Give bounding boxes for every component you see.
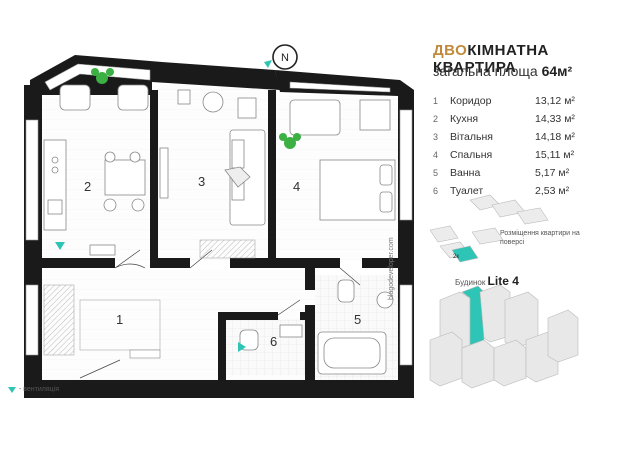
- room-number-2: 2: [84, 179, 91, 194]
- room-area: 13,12 м²: [535, 95, 575, 107]
- bathroom-fixtures: [239, 279, 394, 375]
- floor-marker: 2к: [453, 254, 459, 260]
- compass-icon: N: [264, 44, 298, 70]
- floor-location-diagram: [429, 194, 549, 263]
- living-furniture: [159, 89, 266, 226]
- location-caption: Розміщення квартири на поверсі: [500, 230, 580, 246]
- building-word: Будинок: [455, 278, 486, 287]
- room-row: 6 Туалет 2,53 м²: [433, 182, 583, 200]
- room-list: 1 Коридор 13,12 м² 2 Кухня 14,33 м² 3 Вітальн…: [433, 92, 583, 200]
- room-number-5: 5: [354, 312, 361, 327]
- bedroom-furniture: [289, 99, 396, 221]
- interior-walls: [40, 90, 402, 380]
- vent-legend: - вентиляція: [8, 386, 59, 393]
- room-name: Кухня: [450, 113, 479, 125]
- room-name: Спальня: [450, 149, 493, 161]
- room-name: Ванна: [450, 167, 481, 179]
- room-num: 4: [433, 150, 439, 160]
- building-diagram: [429, 284, 579, 389]
- title-accent: ДВО: [433, 42, 468, 59]
- room-row: 2 Кухня 14,33 м²: [433, 110, 583, 128]
- building-name: Lite 4: [487, 274, 519, 288]
- plant-icon: [91, 68, 301, 149]
- room-number-1: 1: [116, 312, 123, 327]
- room-num: 5: [433, 168, 439, 178]
- room-number-3: 3: [198, 174, 205, 189]
- building-label: Будинок Lite 4: [455, 274, 519, 288]
- room-row: 4 Спальня 15,11 м²: [433, 146, 583, 164]
- room-area: 14,18 м²: [535, 131, 575, 143]
- title-rest: КІМНАТНА КВАРТИРА: [433, 42, 549, 76]
- room-number-6: 6: [270, 334, 277, 349]
- room-num: 2: [433, 114, 439, 124]
- room-area: 5,17 м²: [535, 167, 570, 179]
- vent-marker: [55, 242, 246, 352]
- total-area: загальна площа 64м²: [433, 63, 572, 79]
- room-row: 5 Ванна 5,17 м²: [433, 164, 583, 182]
- room-row: 3 Вітальня 14,18 м²: [433, 128, 583, 146]
- compass-label: N: [281, 52, 289, 64]
- total-area-label: загальна площа: [433, 63, 538, 79]
- room-name: Вітальня: [450, 131, 493, 143]
- room-number-4: 4: [293, 179, 300, 194]
- vent-legend-text: - вентиляція: [19, 386, 60, 393]
- room-area: 14,33 м²: [535, 113, 575, 125]
- kitchen-furniture: [43, 84, 149, 256]
- vent-icon: [8, 386, 16, 393]
- room-area: 15,11 м²: [535, 149, 575, 161]
- page-title: ДВОКІМНАТНА КВАРТИРА: [433, 42, 620, 76]
- room-name: Туалет: [450, 185, 484, 197]
- room-num: 3: [433, 132, 439, 142]
- website-link[interactable]: blagodeveloper.com: [388, 237, 395, 300]
- room-num: 1: [433, 96, 439, 106]
- room-name: Коридор: [450, 95, 492, 107]
- total-area-value: 64м²: [541, 63, 573, 79]
- room-num: 6: [433, 186, 439, 196]
- room-area: 2,53 м²: [535, 185, 570, 197]
- windows: [25, 63, 413, 366]
- room-row: 1 Коридор 13,12 м²: [433, 92, 583, 110]
